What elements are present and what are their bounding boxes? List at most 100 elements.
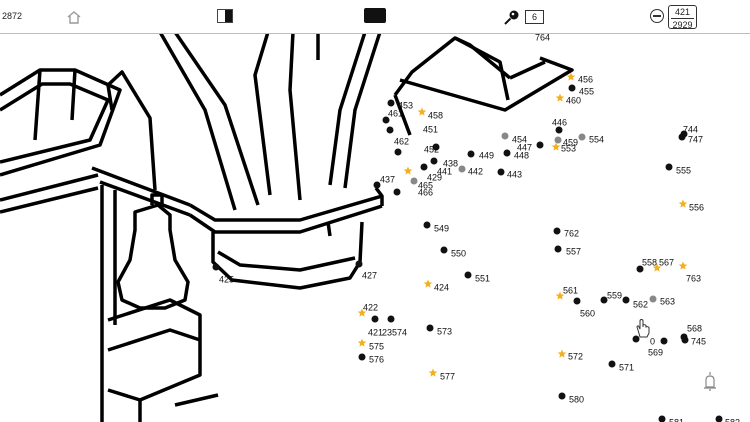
dot-455[interactable]: 455 bbox=[568, 84, 595, 97]
dot-marker[interactable] bbox=[715, 415, 723, 422]
dot-marker[interactable] bbox=[373, 181, 381, 189]
dot-554[interactable]: 554 bbox=[578, 133, 605, 145]
dot-marker[interactable] bbox=[554, 136, 562, 144]
dot-marker[interactable] bbox=[371, 315, 379, 323]
dot-442[interactable]: 442 bbox=[458, 165, 484, 177]
dot-462[interactable]: 462 bbox=[394, 136, 409, 156]
dot-762[interactable]: 762 bbox=[553, 227, 580, 239]
zoom-out-icon[interactable] bbox=[650, 9, 664, 23]
dot-marker[interactable] bbox=[578, 133, 586, 141]
dot-marker[interactable] bbox=[568, 84, 576, 92]
dot-marker[interactable] bbox=[387, 99, 395, 107]
star-marker-icon[interactable] bbox=[551, 142, 561, 151]
dot-marker[interactable] bbox=[467, 150, 475, 158]
dot-458[interactable]: 458 bbox=[417, 107, 443, 121]
dot-marker[interactable] bbox=[558, 392, 566, 400]
dot-marker[interactable] bbox=[658, 415, 666, 422]
dot-marker[interactable] bbox=[358, 353, 366, 361]
dot-marker[interactable] bbox=[636, 265, 644, 273]
dot-marker[interactable] bbox=[573, 297, 581, 305]
dot-550[interactable]: 550 bbox=[440, 246, 467, 259]
dot-563[interactable]: 563 bbox=[649, 295, 676, 307]
dot-425[interactable]: 425 bbox=[212, 263, 235, 285]
dot-451[interactable]: 451 bbox=[386, 124, 439, 134]
dot-marker[interactable] bbox=[387, 315, 395, 323]
dot-marker[interactable] bbox=[553, 227, 561, 235]
dot-marker[interactable] bbox=[394, 148, 402, 156]
dot-567[interactable]: 567 bbox=[652, 257, 674, 272]
dot-marker[interactable] bbox=[420, 163, 428, 171]
dot-438[interactable]: 438 bbox=[430, 157, 459, 169]
dot-marker[interactable] bbox=[458, 165, 466, 173]
dot-745[interactable]: 745 bbox=[681, 336, 707, 346]
dot-marker[interactable] bbox=[497, 168, 505, 176]
dot-marker[interactable] bbox=[554, 245, 562, 253]
dot-marker[interactable] bbox=[426, 324, 434, 332]
dot-marker[interactable] bbox=[622, 296, 630, 304]
dot-556[interactable]: 556 bbox=[678, 199, 704, 213]
dot-marker[interactable] bbox=[430, 157, 438, 165]
dot-424[interactable]: 424 bbox=[423, 279, 449, 293]
dot-marker[interactable] bbox=[501, 132, 509, 140]
dot-555[interactable]: 555 bbox=[665, 163, 692, 176]
dot-580[interactable]: 580 bbox=[558, 392, 585, 405]
dot-551[interactable]: 551 bbox=[464, 271, 491, 284]
dot-558[interactable]: 558 bbox=[636, 257, 658, 273]
dot-559[interactable]: 559 bbox=[600, 290, 623, 304]
star-marker-icon[interactable] bbox=[678, 261, 688, 270]
fill-color-swatch[interactable] bbox=[364, 8, 386, 23]
dot-429[interactable]: 429 bbox=[403, 166, 442, 183]
dot-453[interactable]: 453 bbox=[387, 99, 414, 111]
dot-marker[interactable] bbox=[355, 260, 363, 268]
bell-hint-icon[interactable] bbox=[702, 370, 718, 392]
dot-marker[interactable] bbox=[432, 143, 440, 151]
dot-437[interactable]: 437 bbox=[373, 174, 396, 189]
home-icon[interactable] bbox=[66, 10, 82, 24]
dot-23574[interactable]: 23574 bbox=[382, 315, 407, 338]
dot-448[interactable]: 448 bbox=[503, 149, 530, 161]
dot-452[interactable]: 452 bbox=[424, 143, 440, 155]
dot-marker[interactable] bbox=[632, 335, 640, 343]
dot-553[interactable]: 553 bbox=[551, 142, 576, 154]
dot-marker[interactable] bbox=[393, 188, 401, 196]
star-marker-icon[interactable] bbox=[428, 368, 438, 377]
dot-582[interactable]: 582 bbox=[715, 415, 741, 422]
dot-581[interactable]: 581 bbox=[658, 415, 685, 422]
dot-422[interactable]: 422 bbox=[357, 302, 378, 317]
dot-747[interactable]: 747 bbox=[678, 133, 704, 145]
dot-454[interactable]: 454 bbox=[501, 132, 528, 145]
dot-427[interactable]: 427 bbox=[355, 260, 378, 281]
dot-461[interactable]: 461 bbox=[382, 108, 404, 124]
dot-572[interactable]: 572 bbox=[557, 349, 583, 362]
star-marker-icon[interactable] bbox=[678, 199, 688, 208]
dot-marker[interactable] bbox=[608, 360, 616, 368]
dot-557[interactable]: 557 bbox=[554, 245, 582, 257]
dot-561[interactable]: 561 bbox=[555, 285, 578, 300]
dot-421[interactable]: 421 bbox=[368, 315, 383, 338]
dot-447[interactable]: 447 bbox=[517, 141, 544, 153]
layer-toggle-icon[interactable] bbox=[217, 9, 233, 23]
dot-575[interactable]: 575 bbox=[357, 338, 384, 352]
dot-marker[interactable] bbox=[503, 149, 511, 157]
dot-443[interactable]: 443 bbox=[497, 168, 523, 180]
dot-460[interactable]: 460 bbox=[555, 93, 581, 106]
star-marker-icon[interactable] bbox=[423, 279, 433, 288]
dot-marker[interactable] bbox=[464, 271, 472, 279]
dot-marker[interactable] bbox=[649, 295, 657, 303]
dot-577[interactable]: 577 bbox=[428, 368, 455, 382]
dot-marker[interactable] bbox=[600, 296, 608, 304]
star-marker-icon[interactable] bbox=[652, 263, 662, 272]
dot-573[interactable]: 573 bbox=[426, 324, 453, 337]
dot-562[interactable]: 562 bbox=[622, 296, 649, 310]
dot-459[interactable]: 459 bbox=[554, 136, 579, 148]
star-marker-icon[interactable] bbox=[417, 107, 427, 116]
dot-marker[interactable] bbox=[536, 141, 544, 149]
star-marker-icon[interactable] bbox=[357, 338, 367, 347]
dot-449[interactable]: 449 bbox=[467, 150, 495, 160]
dot-569[interactable]: 569 bbox=[648, 337, 668, 358]
dot-549[interactable]: 549 bbox=[423, 221, 450, 234]
dot-560[interactable]: 560 bbox=[573, 297, 596, 319]
dot-marker[interactable] bbox=[212, 263, 220, 271]
star-marker-icon[interactable] bbox=[557, 349, 567, 358]
